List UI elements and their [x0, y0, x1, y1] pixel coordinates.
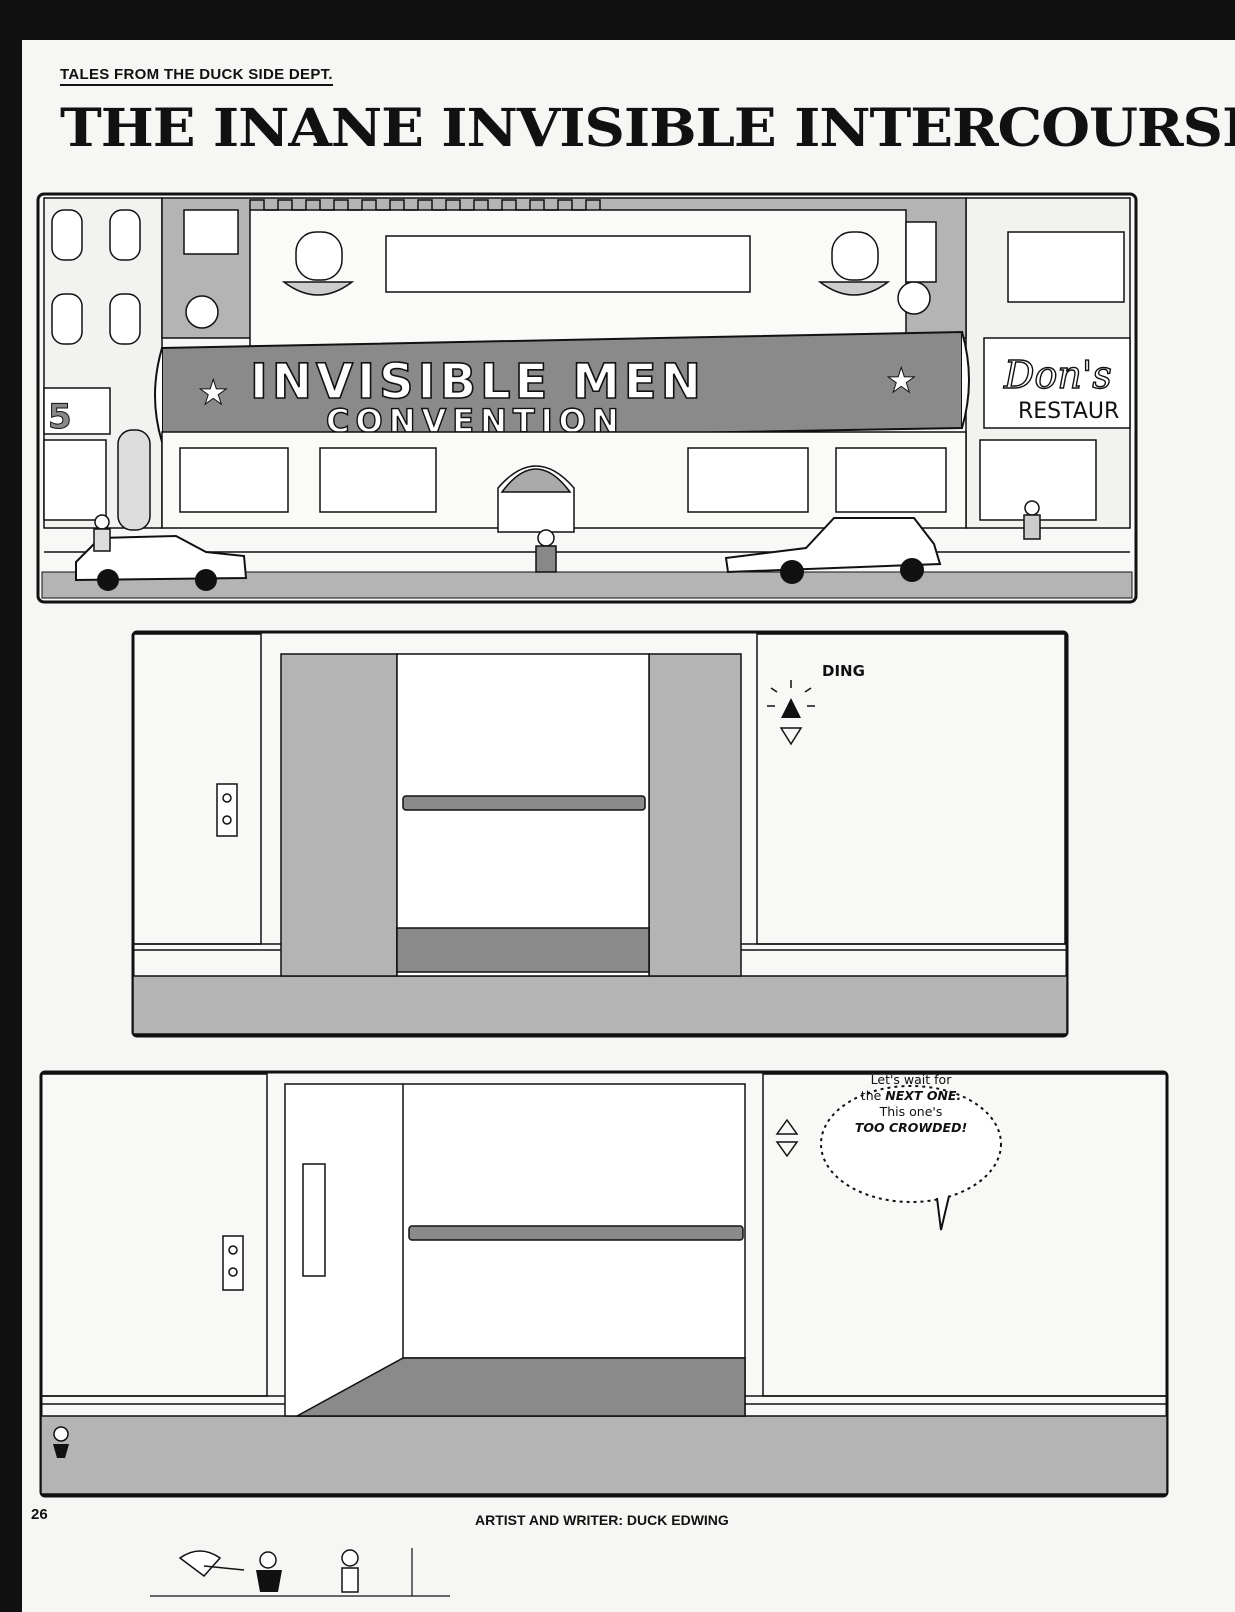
left-building: 5 — [43, 197, 163, 531]
convention-banner: ★ ★ INVISIBLE MEN CONVENTION — [154, 330, 970, 444]
speech-line-2-emphasis: NEXT ONE. — [885, 1088, 962, 1103]
ding-sound-effect: DING — [822, 662, 865, 680]
left-sign-text: 5 — [48, 397, 72, 437]
speech-line-2-pre: the — [860, 1088, 886, 1103]
restaurant-sign-name: Don's — [1003, 353, 1112, 397]
svg-text:★: ★ — [886, 361, 916, 401]
page-title: THE INANE INVISIBLE INTERCOURSE — [60, 98, 1235, 159]
lit-up-arrow-icon — [767, 680, 815, 718]
right-building: Don's RESTAUR — [965, 197, 1131, 529]
restaurant-sign-word: RESTAUR — [1018, 399, 1119, 424]
speech-balloon — [820, 1085, 1002, 1203]
pedestrian-figure — [93, 514, 111, 552]
speech-line-2: the NEXT ONE. — [836, 1088, 986, 1104]
banner-line1: INVISIBLE MEN — [250, 354, 705, 410]
call-button-panel — [222, 1235, 244, 1291]
car-right — [724, 517, 942, 584]
department-heading: TALES FROM THE DUCK SIDE DEPT. — [60, 66, 333, 86]
credits-line: ARTIST AND WRITER: DUCK EDWING — [475, 1512, 729, 1528]
floor-button-panel — [302, 1163, 326, 1277]
handrail — [402, 795, 646, 811]
svg-text:★: ★ — [198, 373, 228, 413]
handrail — [408, 1225, 744, 1241]
up-arrow-icon — [775, 1118, 799, 1135]
page-number: 26 — [31, 1506, 48, 1523]
call-button-panel — [216, 783, 238, 837]
doorman-figure — [535, 529, 557, 573]
elevator-door-right — [648, 653, 742, 977]
car-left — [75, 534, 248, 591]
panel-street-scene: 5 Don's RESTAUR ★ ★ INVISIBLE MEN CONVEN… — [36, 192, 1138, 604]
panel-elevator-crowded — [39, 1070, 1169, 1498]
speech-line-4: TOO CROWDED! — [854, 1120, 968, 1135]
panel-elevator-ding — [131, 630, 1069, 1038]
speech-line-1: Let's wait for — [870, 1072, 952, 1087]
footer-doodle — [150, 1548, 450, 1597]
down-arrow-icon — [775, 1141, 799, 1158]
speech-text: Let's wait for the NEXT ONE. This one's … — [836, 1072, 986, 1136]
down-arrow-icon — [779, 727, 803, 746]
speech-line-3: This one's — [879, 1104, 943, 1119]
elevator-door-left — [280, 653, 398, 977]
lady-figure — [1023, 500, 1041, 540]
elevator-cab — [396, 653, 650, 977]
